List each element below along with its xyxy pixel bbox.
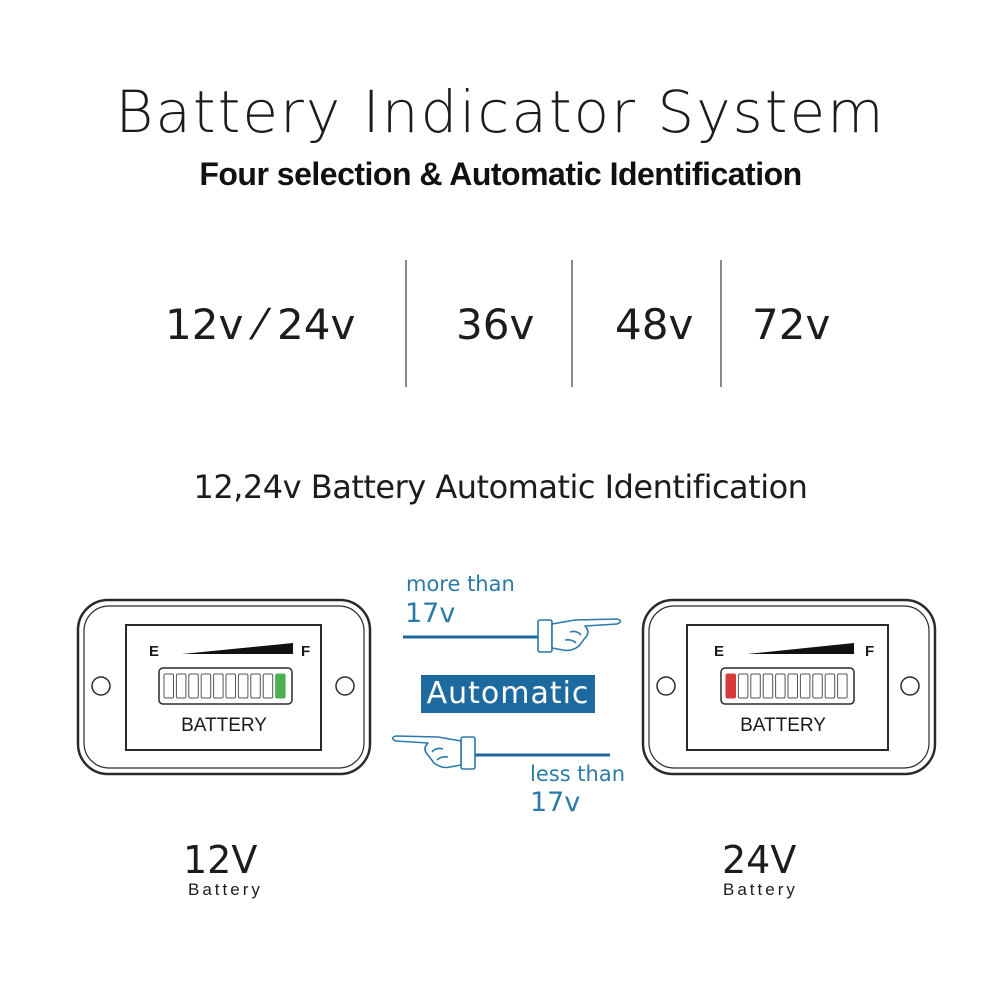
- full-label: F: [865, 643, 874, 660]
- led-segment: [837, 673, 848, 699]
- pointing-right-hand-icon: [403, 618, 622, 653]
- led-segment: [812, 673, 823, 699]
- battery-meter-24v: E F BATTERY: [641, 598, 937, 776]
- divider: [571, 260, 573, 387]
- led-segment: [799, 673, 811, 699]
- led-segment: [775, 673, 786, 699]
- battery-label: BATTERY: [740, 715, 826, 736]
- divider: [405, 260, 407, 387]
- led-segment-lit: [725, 673, 736, 699]
- led-segment: [237, 673, 249, 699]
- divider: [720, 260, 722, 387]
- mount-hole-icon: [656, 676, 676, 696]
- automatic-banner: Automatic: [421, 675, 595, 713]
- voltage-option-12-24: 12v ⁄ 24v: [165, 300, 356, 349]
- page-subtitle: Four selection & Automatic Identificatio…: [199, 156, 802, 192]
- empty-label: E: [149, 643, 159, 660]
- page-title: Battery Indicator System: [115, 78, 886, 146]
- led-segment: [762, 673, 774, 699]
- led-segment-lit: [275, 673, 286, 699]
- level-wedge-icon: [747, 643, 854, 654]
- mount-hole-icon: [91, 676, 111, 696]
- led-segment: [175, 673, 187, 699]
- mount-hole-icon: [335, 676, 355, 696]
- top-arrow-text-line1: more than: [406, 572, 515, 596]
- right-battery-label: Battery: [723, 880, 798, 899]
- pointing-left-hand-icon: [391, 735, 610, 770]
- led-segment: [750, 673, 761, 699]
- mount-hole-icon: [900, 676, 920, 696]
- battery-meter-12v: E F BATTERY: [76, 598, 372, 776]
- full-label: F: [301, 643, 310, 660]
- led-segment: [737, 673, 749, 699]
- left-battery-voltage: 12V: [183, 838, 258, 882]
- led-segment: [824, 673, 836, 699]
- right-battery-voltage: 24V: [722, 838, 797, 882]
- led-segment: [787, 673, 798, 699]
- left-battery-label: Battery: [188, 880, 263, 899]
- voltage-option-36: 36v: [456, 300, 535, 349]
- level-wedge-icon: [182, 643, 293, 654]
- bottom-arrow-text-line1: less than: [530, 762, 626, 786]
- led-segment: [188, 673, 199, 699]
- led-segment: [225, 673, 236, 699]
- led-segment: [250, 673, 261, 699]
- section-heading: 12,24v Battery Automatic Identification: [193, 468, 808, 506]
- empty-label: E: [714, 643, 724, 660]
- led-segment: [200, 673, 212, 699]
- voltage-option-72: 72v: [752, 300, 831, 349]
- battery-label: BATTERY: [181, 715, 267, 736]
- top-arrow-text-line2: 17v: [405, 598, 456, 629]
- led-segment: [163, 673, 174, 699]
- led-segment: [213, 673, 224, 699]
- voltage-option-48: 48v: [615, 300, 694, 349]
- led-segment: [262, 673, 274, 699]
- bottom-arrow-text-line2: 17v: [530, 787, 581, 818]
